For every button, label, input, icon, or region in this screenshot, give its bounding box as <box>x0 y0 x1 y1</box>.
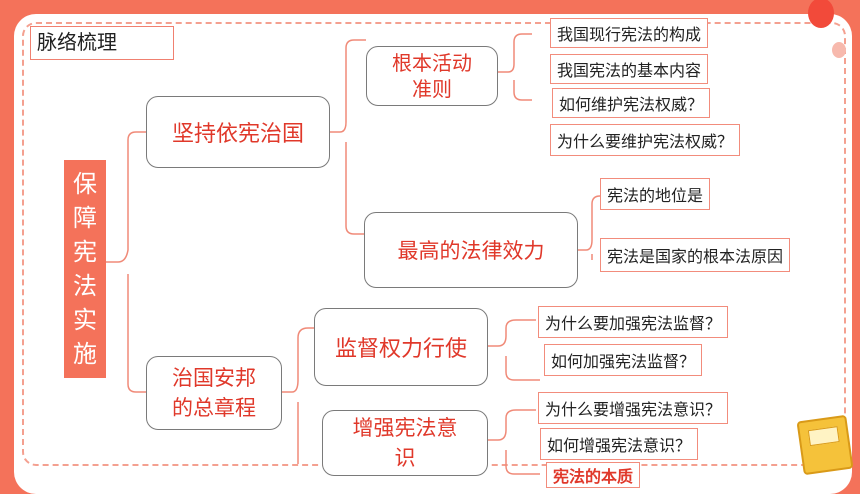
balloon-pink-decoration <box>832 42 846 58</box>
b2-brace <box>282 327 314 464</box>
branch-fundamental-norm-line1: 根本活动 <box>392 51 472 75</box>
branch-fundamental-norm-line2: 准则 <box>412 77 452 101</box>
branch-uphold-constitution: 坚持依宪治国 <box>146 96 330 168</box>
b2-2-brace <box>488 409 540 475</box>
root-char: 施 <box>73 340 97 368</box>
leaf-constitution-essence: 宪法的本质 <box>546 462 641 488</box>
balloon-red-decoration <box>808 0 834 28</box>
root-char: 宪 <box>73 238 97 266</box>
root-char: 实 <box>73 306 97 334</box>
leaf-how-enhance-awareness: 如何增强宪法意识？ <box>540 428 699 460</box>
root-char: 保 <box>73 170 97 198</box>
root-char: 法 <box>73 272 97 300</box>
branch-enhance-awareness: 增强宪法意 识 <box>322 410 488 476</box>
book-decoration <box>796 414 854 476</box>
leaf-basic-content: 我国宪法的基本内容 <box>550 54 709 84</box>
root-node: 保 障 宪 法 实 施 <box>64 160 106 378</box>
b1-2-brace <box>578 195 601 260</box>
branch-supervise-power: 监督权力行使 <box>314 308 488 386</box>
branch-enhance-awareness-line1: 增强宪法意 <box>352 416 458 440</box>
b2-1-brace <box>488 319 540 381</box>
root-char: 障 <box>73 204 97 232</box>
branch-general-charter-line1: 治国安邦 <box>172 366 256 390</box>
leaf-why-enhance-awareness: 为什么要增强宪法意识？ <box>538 392 729 424</box>
branch-supreme-legal-effect: 最高的法律效力 <box>364 212 578 288</box>
connector-lines <box>106 33 601 475</box>
root-brace <box>106 131 146 393</box>
book-cover-label <box>807 426 840 447</box>
leaf-constitution-status: 宪法的地位是 <box>600 178 711 210</box>
section-title: 脉络梳理 <box>30 26 174 60</box>
leaf-how-strengthen-supervision: 如何加强宪法监督？ <box>544 344 703 376</box>
leaf-how-maintain-authority: 如何维护宪法权威？ <box>552 88 711 118</box>
leaf-why-maintain-authority: 为什么要维护宪法权威？ <box>550 124 741 156</box>
branch-general-charter: 治国安邦 的总章程 <box>146 356 282 430</box>
b1-1-brace <box>498 33 532 101</box>
branch-fundamental-norm: 根本活动 准则 <box>366 46 498 106</box>
branch-enhance-awareness-line2: 识 <box>394 446 416 470</box>
leaf-current-constitution-structure: 我国现行宪法的构成 <box>550 18 709 48</box>
leaf-why-strengthen-supervision: 为什么要加强宪法监督？ <box>538 306 729 338</box>
leaf-fundamental-law-reason: 宪法是国家的根本法原因 <box>600 238 791 272</box>
branch-general-charter-line2: 的总章程 <box>172 396 256 420</box>
b1-brace <box>330 39 366 235</box>
